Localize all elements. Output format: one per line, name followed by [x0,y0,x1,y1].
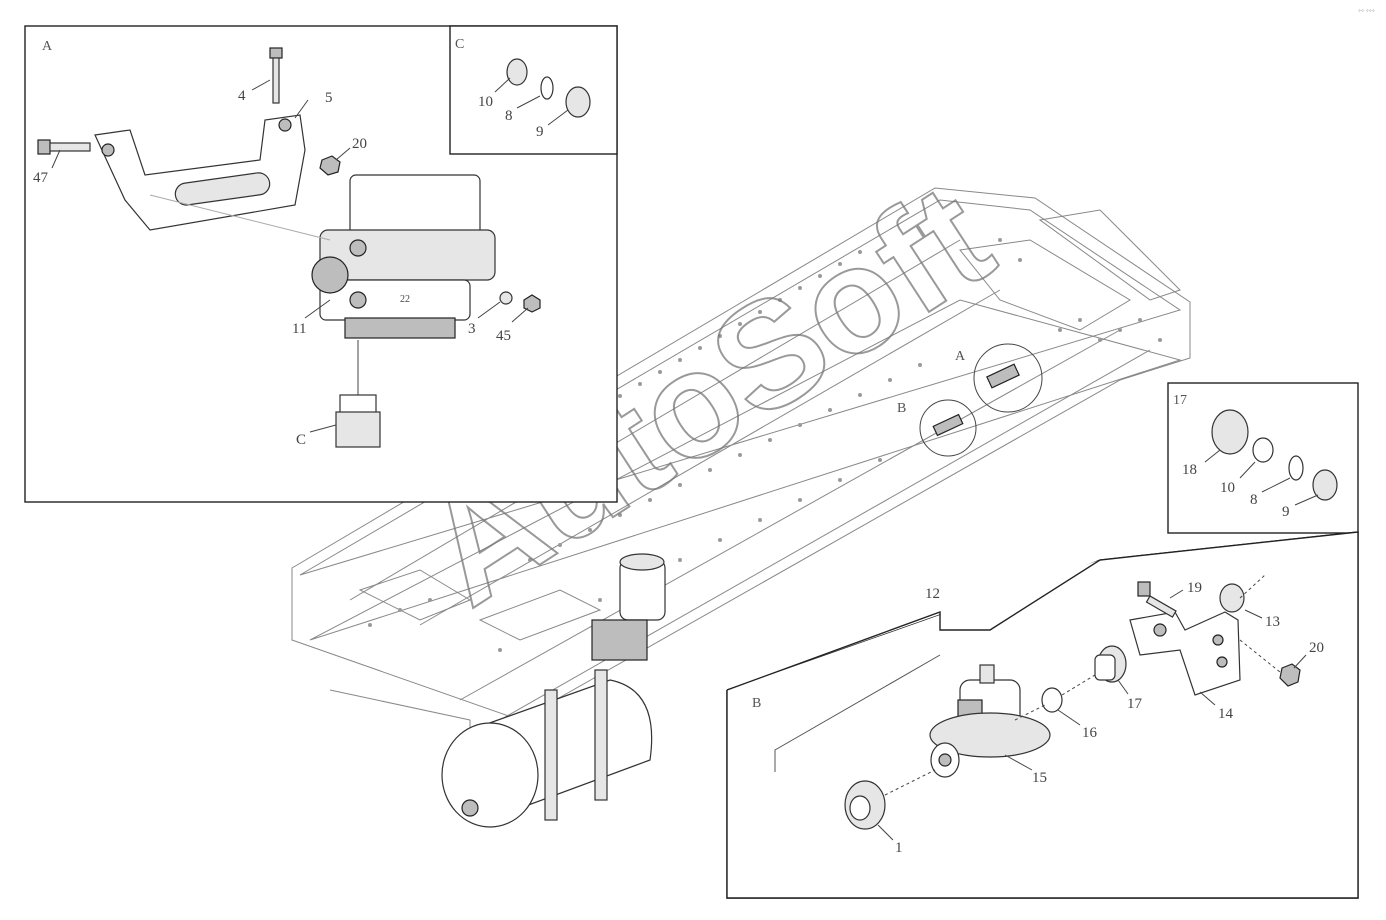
frame-valve [591,553,666,661]
svg-text:22: 22 [400,294,410,305]
frame-callout-b: B [897,401,906,416]
corner-mark: °° °°° [1358,9,1375,16]
nut-9 [565,86,591,118]
fitting-1 [844,780,886,830]
regulator-15 [929,664,1051,778]
part-label-16: 16 [1082,725,1098,741]
part-label-17-b: 17 [1127,696,1143,712]
frame-callout-a: A [955,349,966,364]
nut-13 [1219,583,1245,613]
air-tank [441,669,653,828]
fitting-10-b [1252,437,1274,463]
fitting-17 [1094,645,1127,683]
part-label-8-c: 8 [505,108,513,124]
bolt-19 [1137,581,1177,618]
ring-8 [540,76,554,100]
part-label-3: 3 [468,321,476,337]
part-label-19: 19 [1187,580,1202,596]
panel-b-label: B [752,696,761,711]
washer-16 [1041,687,1063,713]
panel-a-label: A [42,39,53,54]
part-label-45: 45 [496,328,511,344]
nut-20 [319,155,341,176]
mounting-bracket [94,114,306,231]
part-label-1: 1 [895,840,903,856]
part-label-8-17: 8 [1250,492,1258,508]
nut-20-b [1279,663,1301,687]
part-label-47: 47 [33,170,49,186]
ring-8-b [1288,455,1304,481]
nut-9-b [1312,469,1338,501]
part-label-11: 11 [292,321,306,337]
part-label-9-c: 9 [536,124,544,140]
fitting-10 [506,58,528,86]
part-label-4: 4 [238,88,246,104]
panel-c: C 10 8 9 [449,25,618,155]
panel-17: 17 18 10 8 9 [1167,382,1359,534]
fitting-18 [1211,409,1249,455]
part-label-10-17: 10 [1220,480,1235,496]
part-label-5: 5 [325,90,333,106]
panel-17-label: 17 [1173,393,1187,408]
part-label-14: 14 [1218,706,1234,722]
panel-b: B [726,531,1359,899]
fitting-c [335,340,381,448]
part-label-10-c: 10 [478,94,493,110]
part-label-20-b: 20 [1309,640,1324,656]
part-label-9-17: 9 [1282,504,1290,520]
bolt-4 [269,47,283,104]
part-label-20: 20 [352,136,367,152]
valve-assembly-11: 22 [311,174,496,339]
part-label-15: 15 [1032,770,1047,786]
part-label-12: 12 [925,586,940,602]
part-label-13: 13 [1265,614,1280,630]
washer-3 [499,291,513,305]
nut-45 [523,294,541,313]
part-label-c: C [296,432,306,448]
panel-c-label: C [455,37,464,52]
bolt-47 [37,139,91,155]
part-label-18: 18 [1182,462,1197,478]
